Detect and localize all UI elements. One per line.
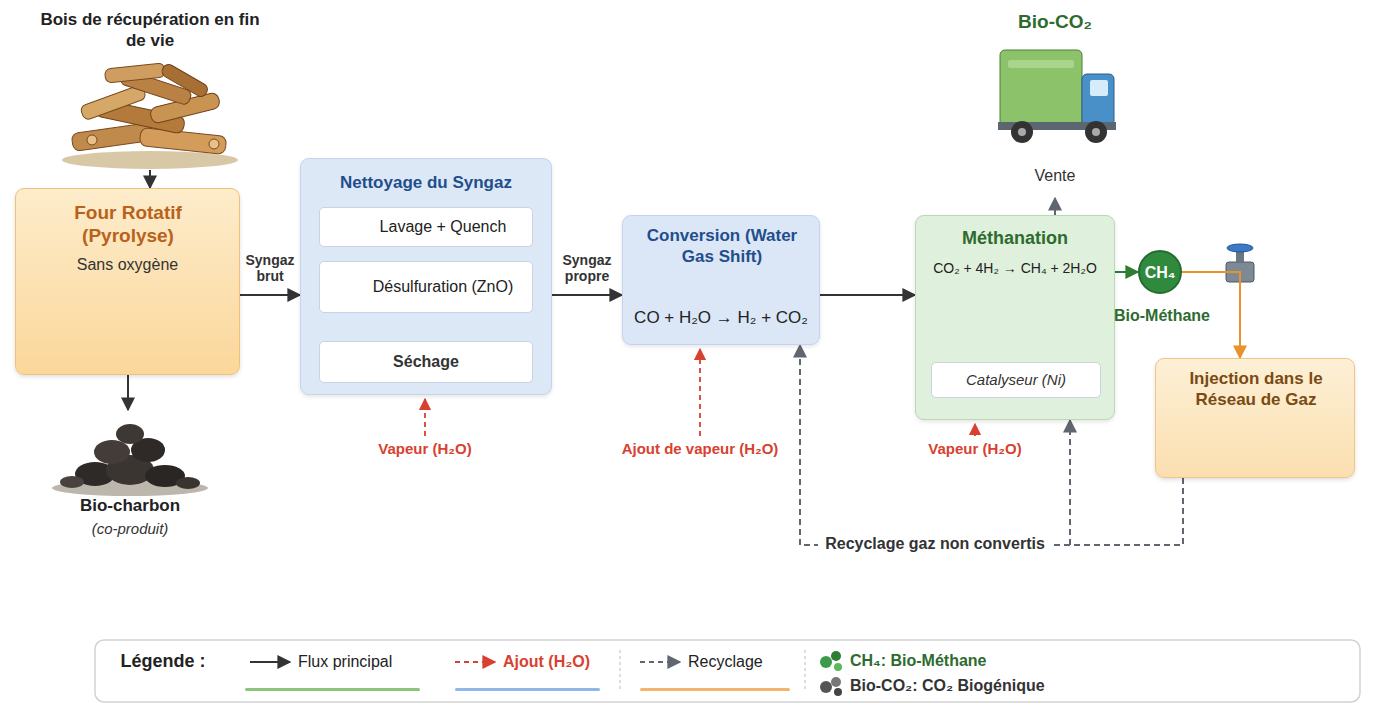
edge-label: Syngaz propre [552, 252, 622, 284]
node-text: CO + H₂O → H₂ + CO₂ [623, 308, 819, 329]
steam-label: Vapeur (H₂O) [355, 440, 495, 457]
node-title: Four Rotatif (Pyrolyse) [53, 201, 203, 247]
node-title: CH₄ [1140, 263, 1180, 283]
legend-frame [95, 640, 1360, 702]
node-title: Lavage + Quench [320, 217, 532, 237]
node-title: Séchage [320, 352, 532, 372]
node-title: Bio-charbon [40, 496, 220, 517]
node-text: Sans oxygène [16, 255, 239, 275]
node-title: Nettoyage du Syngaz [301, 173, 551, 194]
edge-label: Syngaz brut [240, 252, 300, 284]
legend-entry: Bio-CO₂: CO₂ Biogénique [850, 677, 1045, 695]
node-text: (co-produit) [40, 520, 220, 538]
product-circle: CH₄Bio-Méthane [1138, 250, 1182, 294]
co2-sale-node: Bio-CO₂ Vente [990, 8, 1120, 198]
node-text: CO₂ + 4H₂ → CH₄ + 2H₂O [916, 260, 1114, 277]
cleaning-panel: Nettoyage du SyngazLavage + QuenchDésulf… [300, 158, 552, 395]
shift-panel: Conversion (Water Gas Shift) CO + H₂O → H… [622, 215, 820, 345]
recycle-connector [1054, 198, 1056, 215]
node-title: Injection dans le Réseau de Gaz [1168, 369, 1344, 410]
methanation-panel: MéthanationCO₂ + 4H₂ → CH₄ + 2H₂O Catalys… [915, 215, 1115, 420]
steam-label: Vapeur (H₂O) [905, 440, 1045, 457]
steam-label: Ajout de vapeur (H₂O) [600, 440, 800, 457]
flow-connector [240, 294, 300, 296]
flow-connector [552, 294, 622, 296]
node-text: Bio-Méthane [1100, 306, 1224, 326]
node-title: Bois de récupération en fin de vie [40, 10, 260, 51]
node-title: Conversion (Water Gas Shift) [635, 226, 809, 267]
node-text: Vente [990, 166, 1120, 186]
wood-pile [62, 62, 238, 169]
node-title: Bio-CO₂ [990, 10, 1120, 33]
truck-icon [998, 50, 1116, 143]
process-box: Séchage [319, 341, 533, 383]
catalyst-box: Catalyseur (Ni) [931, 362, 1101, 398]
grid-injection-box: Injection dans le Réseau de Gaz [1155, 358, 1355, 478]
recycle-connector [800, 345, 1183, 545]
process-box: Désulfuration (ZnO) [319, 261, 533, 313]
legend-entry: Recyclage [688, 653, 763, 671]
kiln-box: Four Rotatif (Pyrolyse) Sans oxygène [15, 188, 240, 375]
legend-title: Légende : [108, 651, 218, 672]
flow-connector [127, 375, 129, 410]
legend-entry: Flux principal [298, 653, 392, 671]
node-title: Désulfuration (ZnO) [320, 277, 532, 297]
flow-connector [820, 294, 915, 296]
coproduct-node: Bio-charbon (co-produit) [40, 410, 220, 545]
legend-entry: CH₄: Bio-Méthane [850, 652, 987, 670]
flow-connector [149, 170, 151, 188]
node-title: Catalyseur (Ni) [932, 371, 1100, 389]
feedstock-node: Bois de récupération en fin de vie [40, 10, 260, 170]
flow-connector [1115, 271, 1138, 273]
biochar-pile [52, 424, 208, 496]
legend-entry: Ajout (H₂O) [503, 653, 590, 671]
process-box: Lavage + Quench [319, 207, 533, 247]
node-title: Méthanation [916, 228, 1114, 250]
edge-label: Recyclage gaz non convertis [818, 535, 1052, 553]
